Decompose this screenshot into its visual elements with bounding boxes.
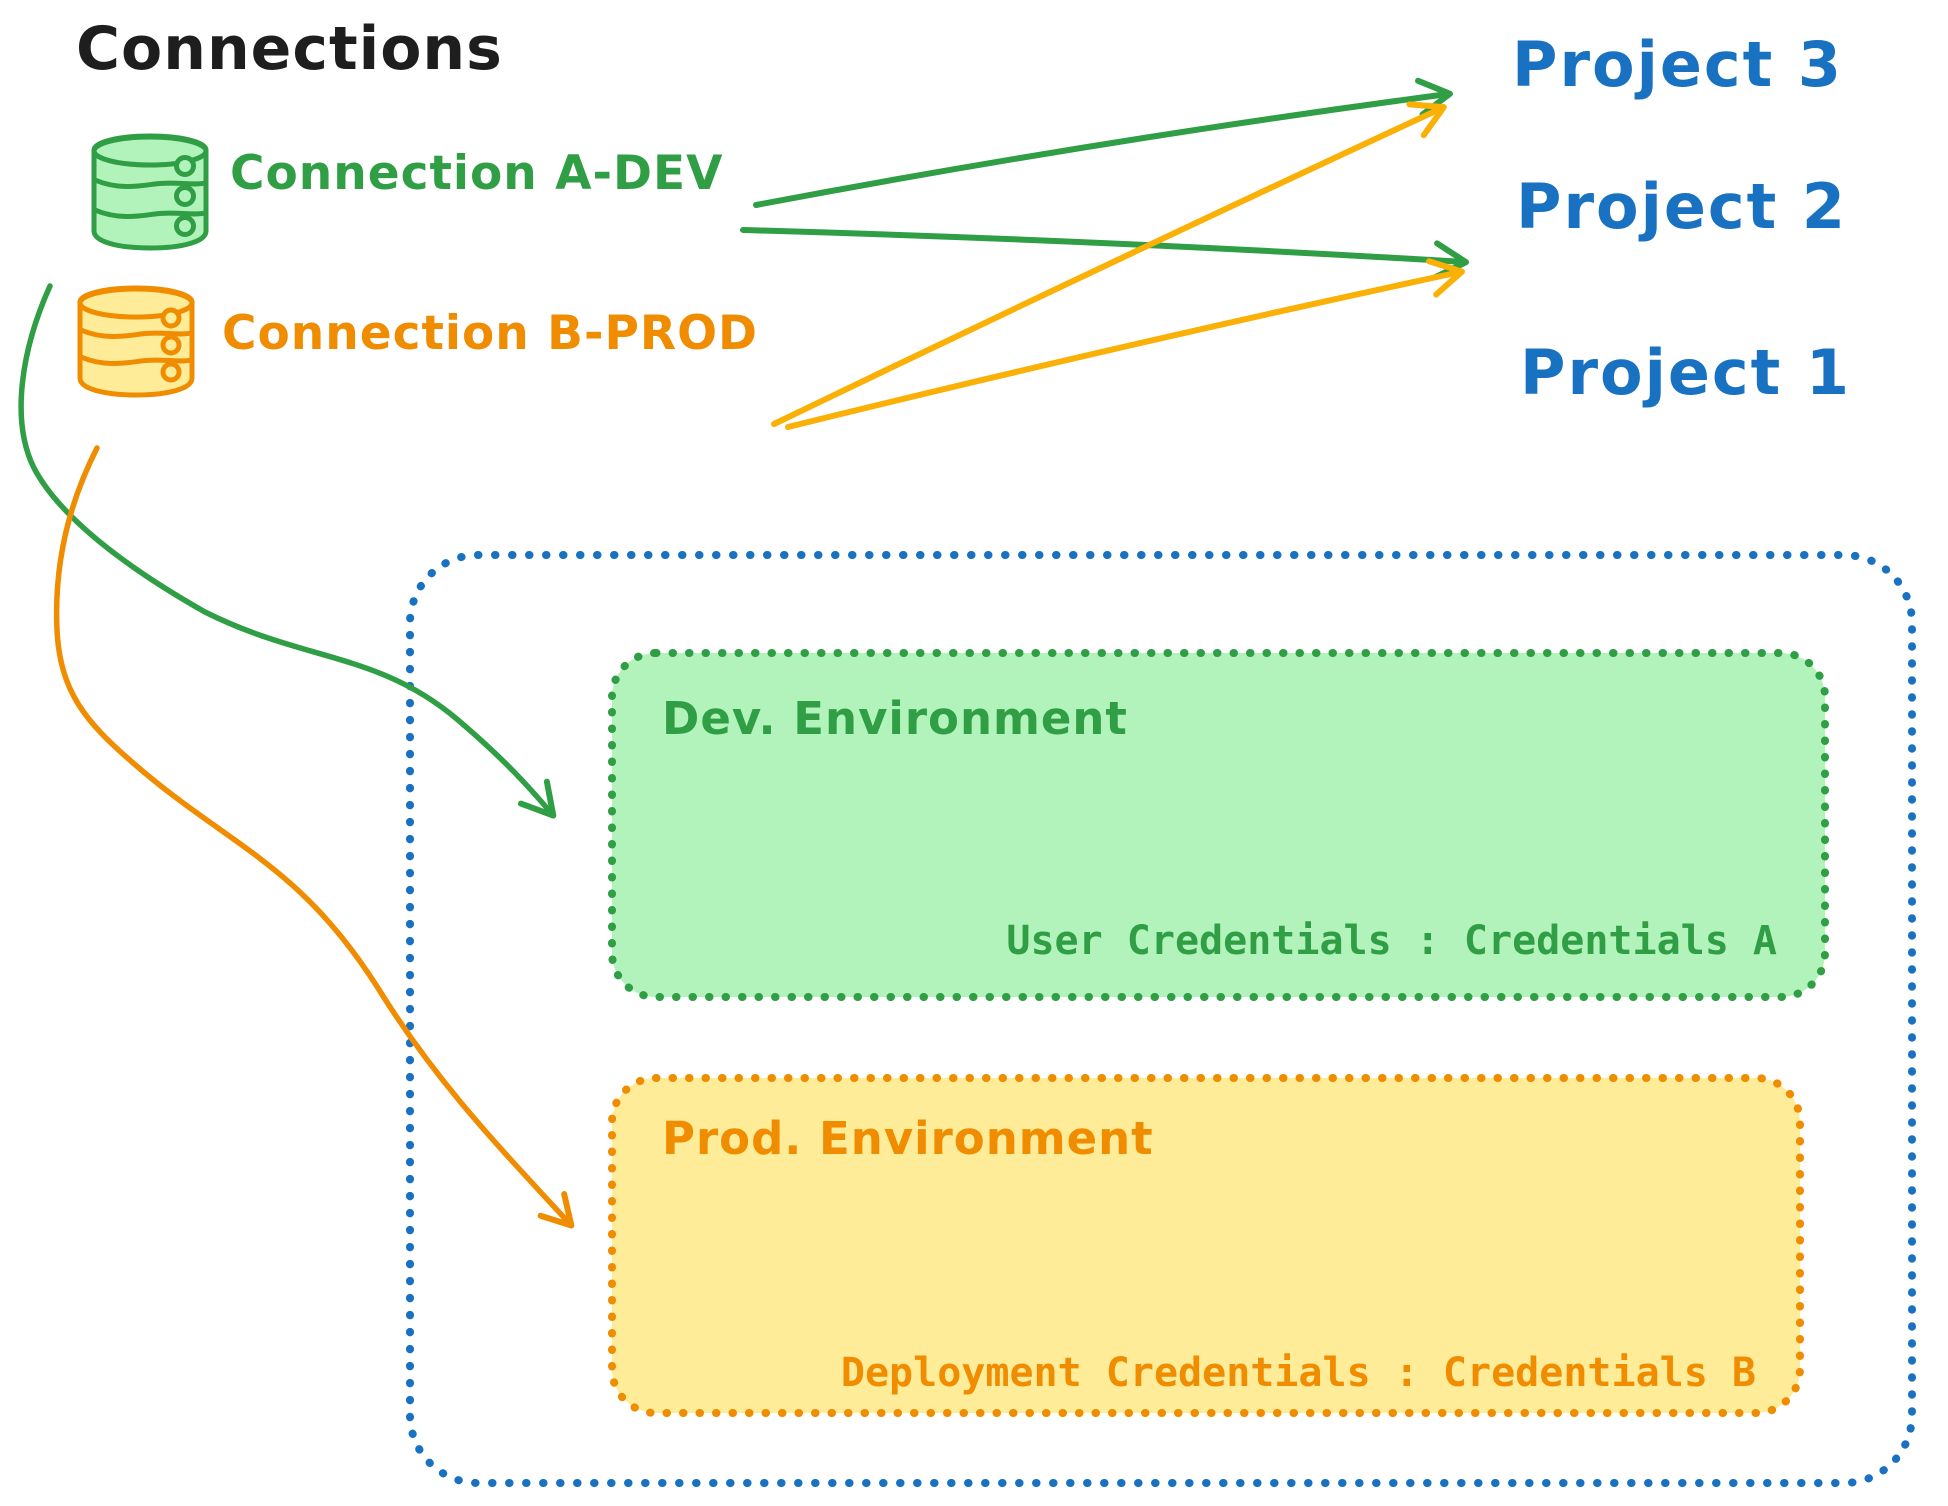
diagram-title: Connections [76,14,503,84]
prod-environment-box [608,1074,1804,1417]
database-icon-a-dev [91,133,209,251]
dev-environment-title: Dev. Environment [662,692,1128,745]
connection-b-prod-label: Connection B-PROD [222,306,759,361]
connection-a-dev-label: Connection A-DEV [230,146,724,201]
dev-environment-credentials: User Credentials : Credentials A [1006,918,1777,964]
dev-environment-box [608,649,1829,1001]
project-1-label: Project 1 [1520,336,1852,409]
arrow-b-prod-to-project-2 [785,258,1465,430]
prod-environment-title: Prod. Environment [662,1112,1154,1165]
project-3-label: Project 3 [1512,28,1844,101]
arrow-a-dev-to-project-3 [753,77,1453,208]
project-2-label: Project 2 [1516,170,1848,243]
database-icon-b-prod [77,285,195,398]
arrow-a-dev-to-dev-environment [18,283,557,819]
arrow-b-prod-to-prod-environment [53,445,575,1229]
arrow-b-prod-to-project-3 [771,101,1447,427]
arrow-a-dev-to-project-2 [740,227,1469,281]
prod-environment-credentials: Deployment Credentials : Credentials B [840,1350,1756,1396]
project-1-box [406,551,1916,1487]
